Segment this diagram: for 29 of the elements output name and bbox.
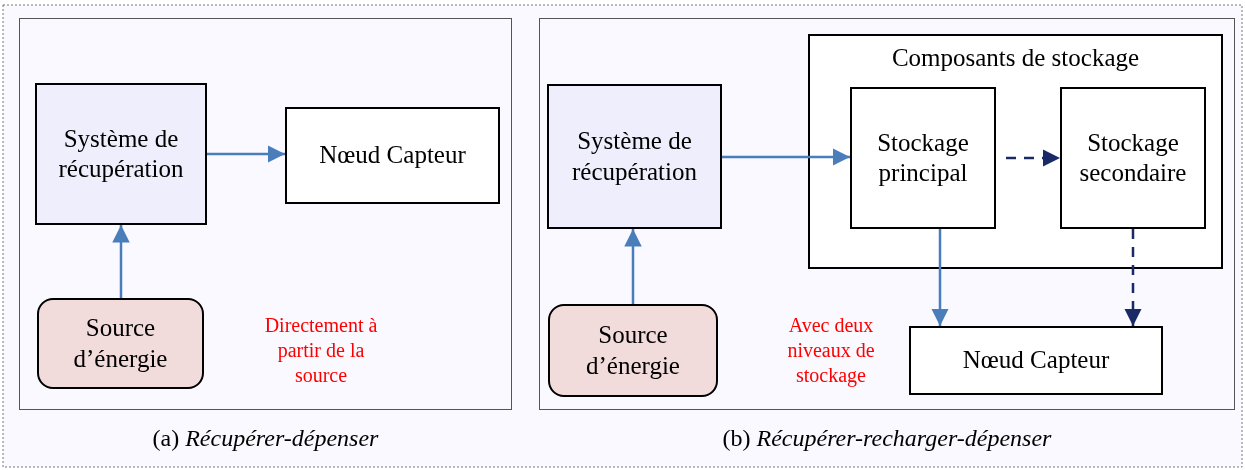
arrow	[722, 148, 850, 166]
process-box	[850, 87, 996, 229]
process-box	[547, 84, 722, 229]
node-label: Système de récupération	[57, 123, 185, 184]
rounded-box	[37, 298, 204, 389]
node-label: Source d’énergie	[72, 313, 169, 374]
panel-caption: (b) Récupérer-recharger-dépenser	[721, 425, 1053, 452]
group-box	[808, 34, 1223, 269]
process-box	[909, 326, 1163, 395]
arrow	[1006, 149, 1060, 167]
arrow	[1124, 229, 1142, 326]
node-label: Stockage secondaire	[1078, 127, 1188, 188]
node-label: Nœud Capteur	[319, 140, 466, 171]
rounded-box	[548, 304, 718, 397]
process-box	[35, 83, 207, 225]
node-label: Nœud Capteur	[962, 345, 1110, 376]
annotation-note: Directement à partir de la source	[263, 313, 379, 388]
arrow	[624, 229, 642, 304]
group-title: Composants de stockage	[890, 44, 1141, 72]
process-box	[1060, 87, 1206, 229]
annotation-note: Avec deux niveaux de stockage	[786, 313, 876, 388]
arrow	[207, 145, 285, 163]
node-label: Stockage principal	[876, 127, 970, 188]
node-label: Système de récupération	[571, 126, 698, 187]
arrow	[931, 229, 949, 326]
arrow	[112, 225, 130, 298]
node-label: Source d’énergie	[585, 320, 681, 381]
panel-caption: (a) Récupérer-dépenser	[151, 425, 380, 452]
process-box	[285, 107, 500, 204]
